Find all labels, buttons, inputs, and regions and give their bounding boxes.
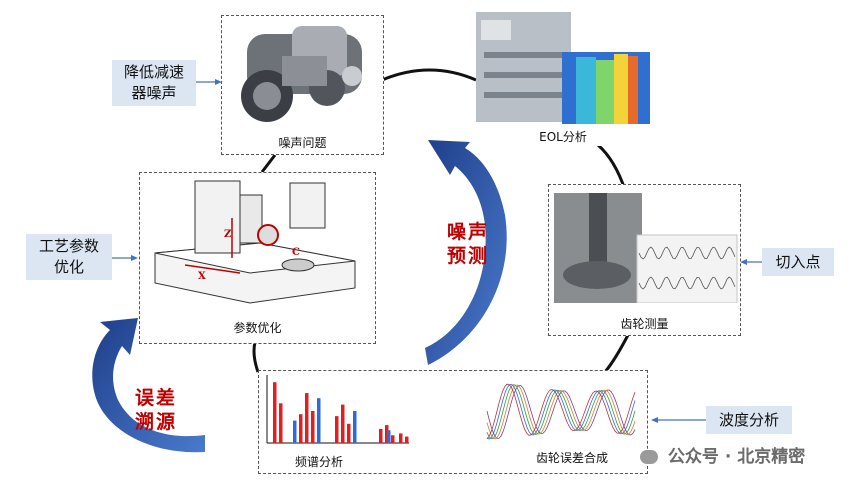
axis-z-label: Z [224,229,231,240]
gear-measurement-image [554,193,738,304]
gear-error-wave [486,383,636,439]
connector-param-noise [260,154,277,173]
spectrum-bar-red [335,416,339,443]
label-entry-point: 切入点 [762,248,834,276]
gear-error-wave [486,384,636,440]
spectrum-bar-red [341,404,345,443]
label-noise-prediction: 噪声 预测 [446,221,489,267]
wechat-icon [640,450,658,464]
spectrum-bar-red [299,414,303,443]
label-error-traceback: 误差 溯源 [134,387,177,433]
panel-gear-measurement: 齿轮测量 [548,184,741,336]
spectrum-bars [273,382,409,443]
axis-c-label: C [292,247,300,258]
caption-eol: EOL分析 [539,130,587,144]
spectrum-bar-red [279,403,283,443]
spectrum-bar-red [311,411,315,443]
spectrum-bar-red [347,423,351,443]
caption-gear-measurement: 齿轮测量 [620,317,669,331]
spectrum-bar-red [273,382,277,443]
spectrum-bar-red [305,393,309,443]
caption-gear-error: 齿轮误差合成 [535,451,608,465]
spectrum-bar-red [399,433,403,443]
error-traceback-arrow [92,318,205,453]
spectrum-waveform-image [266,375,636,444]
spectrum-bar-red [379,428,383,443]
spectrum-bar-blue [353,411,357,443]
panel-eol: EOL分析 [476,12,650,146]
noise-prediction-arrow [425,140,507,365]
panel-parameter-optimization: Z X C 参数优化 [139,172,376,344]
spectrum-bar-red [391,435,395,443]
connector-spectrum-param [252,341,260,373]
panel-noise-problem: 噪声问题 [221,15,384,155]
reducer-image [241,26,362,122]
gear-error-wave [486,383,636,440]
spectrum-bar-blue [317,398,321,443]
axis-x-label: X [198,271,206,282]
spectrum-bar-blue [293,420,297,443]
caption-spectrum: 频谱分析 [294,455,343,469]
label-reduce-noise: 降低减速 器噪声 [112,60,196,106]
watermark: 公众号 · 北京精密 [640,442,805,467]
gear-error-waves [486,383,636,440]
connector-gear-error [603,334,630,373]
gear-error-wave [486,384,636,440]
spectrum-bar-blue [387,430,391,443]
label-process-params: 工艺参数 优化 [26,234,112,280]
label-waviness-analysis: 波度分析 [706,406,792,434]
eol-image [476,12,650,132]
spectrum-bar-red [385,425,389,443]
spectrum-bar-red [405,436,409,443]
caption-noise-problem: 噪声问题 [278,136,327,150]
gear-error-wave [486,384,636,439]
machine-image: Z X C [154,180,356,304]
connector-noise-eol [381,68,477,82]
panel-spectrum-error: 频谱分析 齿轮误差合成 [258,370,648,474]
caption-parameter-optimization: 参数优化 [233,321,282,335]
